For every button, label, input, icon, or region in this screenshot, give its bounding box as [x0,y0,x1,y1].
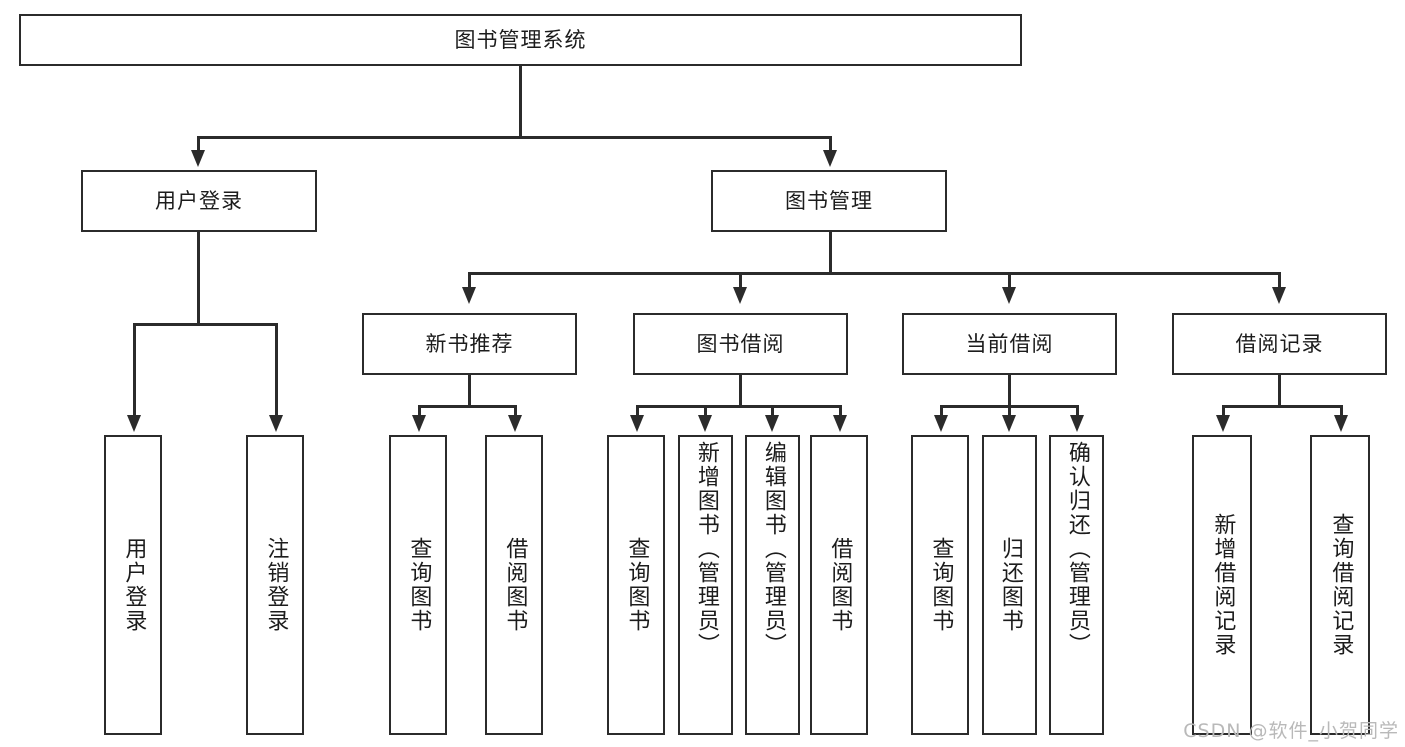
connector-root-bus [197,136,831,139]
connector-user-login-drop-1 [133,323,136,418]
leaf-label: 新增借阅记录 [1210,513,1236,657]
arrowhead-current-borrow-leaf-1 [934,415,948,432]
node-borrow-record-label: 借阅记录 [1235,331,1324,356]
leaf-label: 归还图书 [997,537,1023,633]
node-root-label: 图书管理系统 [454,27,587,52]
connector-root-drop-2 [829,136,832,150]
arrowhead-book-borrow-leaf-4 [833,415,847,432]
leaf-label: 用户登录 [121,537,147,633]
leaf-label: 借阅图书 [502,537,528,633]
leaf-label: 查询图书 [624,537,650,633]
connector-level3-drop-1 [468,272,471,288]
arrowhead-current-borrow-leaf-3 [1070,415,1084,432]
arrowhead-user-login-leaf-2 [269,415,283,432]
leaf-book-borrow-borrow: 借阅图书 [810,435,868,735]
node-book-borrow: 图书借阅 [633,313,848,375]
connector-book-borrow-drop-4 [839,405,842,418]
node-current-borrow-label: 当前借阅 [965,331,1054,356]
connector-borrow-record-bus [1222,405,1342,408]
connector-user-login-bus [133,323,277,326]
connector-borrow-record-drop-2 [1340,405,1343,418]
node-new-book: 新书推荐 [362,313,577,375]
connector-new-book-stem [468,375,471,407]
arrowhead-borrow-record-leaf-1 [1216,415,1230,432]
connector-current-borrow-drop-3 [1076,405,1079,418]
connector-book-borrow-drop-2 [704,405,707,418]
leaf-borrow-record-add: 新增借阅记录 [1192,435,1252,735]
connector-book-borrow-drop-3 [771,405,774,418]
node-current-borrow: 当前借阅 [902,313,1117,375]
node-borrow-record: 借阅记录 [1172,313,1387,375]
arrowhead-borrow-record-leaf-2 [1334,415,1348,432]
leaf-label: 借阅图书 [827,537,853,633]
leaf-book-borrow-query: 查询图书 [607,435,665,735]
leaf-label: 编辑图书（管理员） [760,441,786,657]
connector-book-borrow-bus [636,405,841,408]
leaf-label: 新增图书（管理员） [693,441,719,657]
node-new-book-label: 新书推荐 [425,331,514,356]
arrowhead-to-book-manage [823,150,837,167]
leaf-label: 确认归还（管理员） [1064,441,1090,657]
leaf-label: 查询借阅记录 [1328,513,1354,657]
connector-borrow-record-stem [1278,375,1281,407]
arrowhead-new-book-leaf-1 [412,415,426,432]
leaf-new-book-borrow: 借阅图书 [485,435,543,735]
connector-new-book-drop-2 [514,405,517,418]
connector-new-book-drop-1 [418,405,421,418]
leaf-borrow-record-query: 查询借阅记录 [1310,435,1370,735]
arrowhead-to-book-borrow [733,287,747,304]
arrowhead-to-user-login [191,150,205,167]
connector-user-login-drop-2 [275,323,278,418]
connector-borrow-record-drop-1 [1222,405,1225,418]
leaf-current-borrow-query: 查询图书 [911,435,969,735]
arrowhead-to-new-book [462,287,476,304]
connector-new-book-bus [418,405,516,408]
connector-current-borrow-drop-2 [1008,405,1011,418]
connector-current-borrow-stem [1008,375,1011,407]
leaf-label: 查询图书 [928,537,954,633]
node-user-login: 用户登录 [81,170,317,232]
connector-root-stem [519,66,522,138]
connector-book-borrow-stem [739,375,742,407]
connector-root-drop-1 [197,136,200,150]
leaf-new-book-query: 查询图书 [389,435,447,735]
leaf-label: 查询图书 [406,537,432,633]
connector-current-borrow-drop-1 [940,405,943,418]
leaf-label: 注销登录 [263,537,289,633]
arrowhead-book-borrow-leaf-2 [698,415,712,432]
connector-book-borrow-drop-1 [636,405,639,418]
arrowhead-user-login-leaf-1 [127,415,141,432]
node-book-manage: 图书管理 [711,170,947,232]
arrowhead-to-borrow-record [1272,287,1286,304]
connector-book-manage-stem [829,232,832,274]
arrowhead-current-borrow-leaf-2 [1002,415,1016,432]
leaf-current-borrow-confirm: 确认归还（管理员） [1049,435,1104,735]
leaf-book-borrow-edit: 编辑图书（管理员） [745,435,800,735]
connector-user-login-stem [197,232,200,325]
arrowhead-book-borrow-leaf-3 [765,415,779,432]
arrowhead-book-borrow-leaf-1 [630,415,644,432]
arrowhead-new-book-leaf-2 [508,415,522,432]
node-book-borrow-label: 图书借阅 [696,331,785,356]
arrowhead-to-current-borrow [1002,287,1016,304]
node-user-login-label: 用户登录 [155,188,243,213]
node-root: 图书管理系统 [19,14,1022,66]
leaf-current-borrow-return: 归还图书 [982,435,1037,735]
node-book-manage-label: 图书管理 [785,188,873,213]
connector-level3-drop-4 [1278,272,1281,288]
leaf-user-login-login: 用户登录 [104,435,162,735]
connector-level3-bus [468,272,1280,275]
leaf-book-borrow-add: 新增图书（管理员） [678,435,733,735]
leaf-user-login-logout: 注销登录 [246,435,304,735]
connector-level3-drop-3 [1008,272,1011,288]
connector-level3-drop-2 [739,272,742,288]
